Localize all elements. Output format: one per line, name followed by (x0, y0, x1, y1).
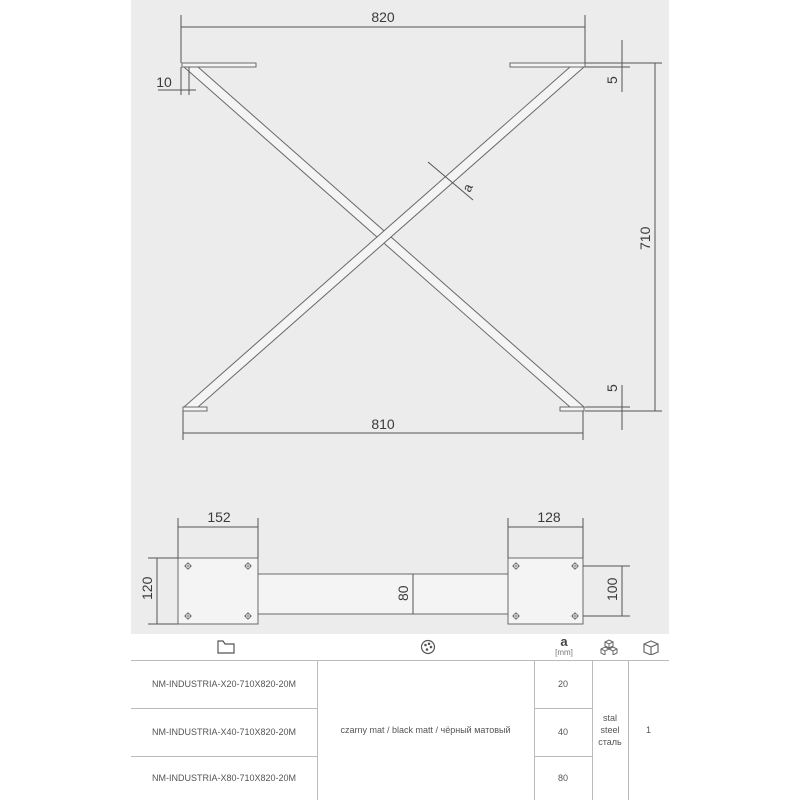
folder-icon (211, 634, 241, 660)
table-row-size-2: 40 (557, 727, 568, 737)
x-leg-frame (181, 62, 586, 412)
dimension-100: 100 (583, 565, 630, 617)
dimension-710: 710 (630, 62, 662, 412)
table-row-code-3: NM-INDUSTRIA-X80-710X820-20M (151, 773, 297, 783)
dimension-10: 10 (156, 67, 196, 95)
dimension-128: 128 (507, 509, 584, 558)
dim-710-label: 710 (637, 226, 653, 250)
table-row-size-1: 20 (557, 679, 568, 689)
dim-100-label: 100 (604, 577, 620, 601)
top-right-plate (509, 62, 586, 68)
cubes-icon (594, 634, 624, 660)
plan-view (177, 557, 584, 625)
dimension-5-bottom: 5 (585, 384, 630, 430)
table-row-code-1: NM-INDUSTRIA-X20-710X820-20M (151, 679, 297, 689)
dimension-5-top: 5 (585, 40, 630, 92)
product-table: a [mm] NM-INDUSTRIA-X20-710X820-20M NM-I… (131, 634, 669, 800)
table-row-code-2: NM-INDUSTRIA-X40-710X820-20M (151, 727, 297, 737)
dim-a-label: a (459, 181, 476, 195)
material-line-1: stal (602, 713, 617, 723)
top-left-plate (181, 62, 257, 68)
dimension-80: 80 (395, 574, 414, 614)
bottom-left-plate (182, 406, 208, 412)
material-cell: stal steel сталь (592, 660, 628, 800)
palette-icon (413, 634, 443, 660)
dim-80-label: 80 (395, 585, 411, 601)
box-icon (636, 634, 666, 660)
material-line-3: сталь (598, 737, 622, 747)
dimension-152: 152 (177, 509, 259, 558)
profile-header: a [mm] (534, 634, 594, 658)
diagonal-bar-right (182, 66, 586, 408)
quantity-cell: 1 (645, 725, 651, 735)
dimension-120: 120 (139, 557, 178, 625)
material-line-2: steel (600, 725, 620, 735)
right-foot-plate (507, 557, 584, 625)
dim-128-label: 128 (537, 509, 561, 525)
dim-5-bottom-label: 5 (604, 384, 620, 392)
dim-152-label: 152 (207, 509, 231, 525)
dim-5-top-label: 5 (604, 76, 620, 84)
technical-drawing: 820 10 5 710 5 a 810 (139, 9, 662, 625)
color-cell: czarny mat / black matt / чёрный матовый (340, 725, 511, 735)
dimension-820: 820 (180, 9, 586, 63)
drawing-panel (131, 0, 669, 634)
profile-letter: a (560, 634, 568, 649)
dim-120-label: 120 (139, 576, 155, 600)
dim-810-label: 810 (371, 416, 395, 432)
dimension-810: 810 (182, 411, 584, 440)
bottom-right-plate (559, 406, 585, 412)
profile-unit: [mm] (555, 648, 573, 657)
table-row-size-3: 80 (557, 773, 568, 783)
dim-820-label: 820 (371, 9, 395, 25)
dim-10-label: 10 (156, 74, 172, 90)
left-foot-plate (177, 557, 259, 625)
center-bar (257, 573, 509, 615)
